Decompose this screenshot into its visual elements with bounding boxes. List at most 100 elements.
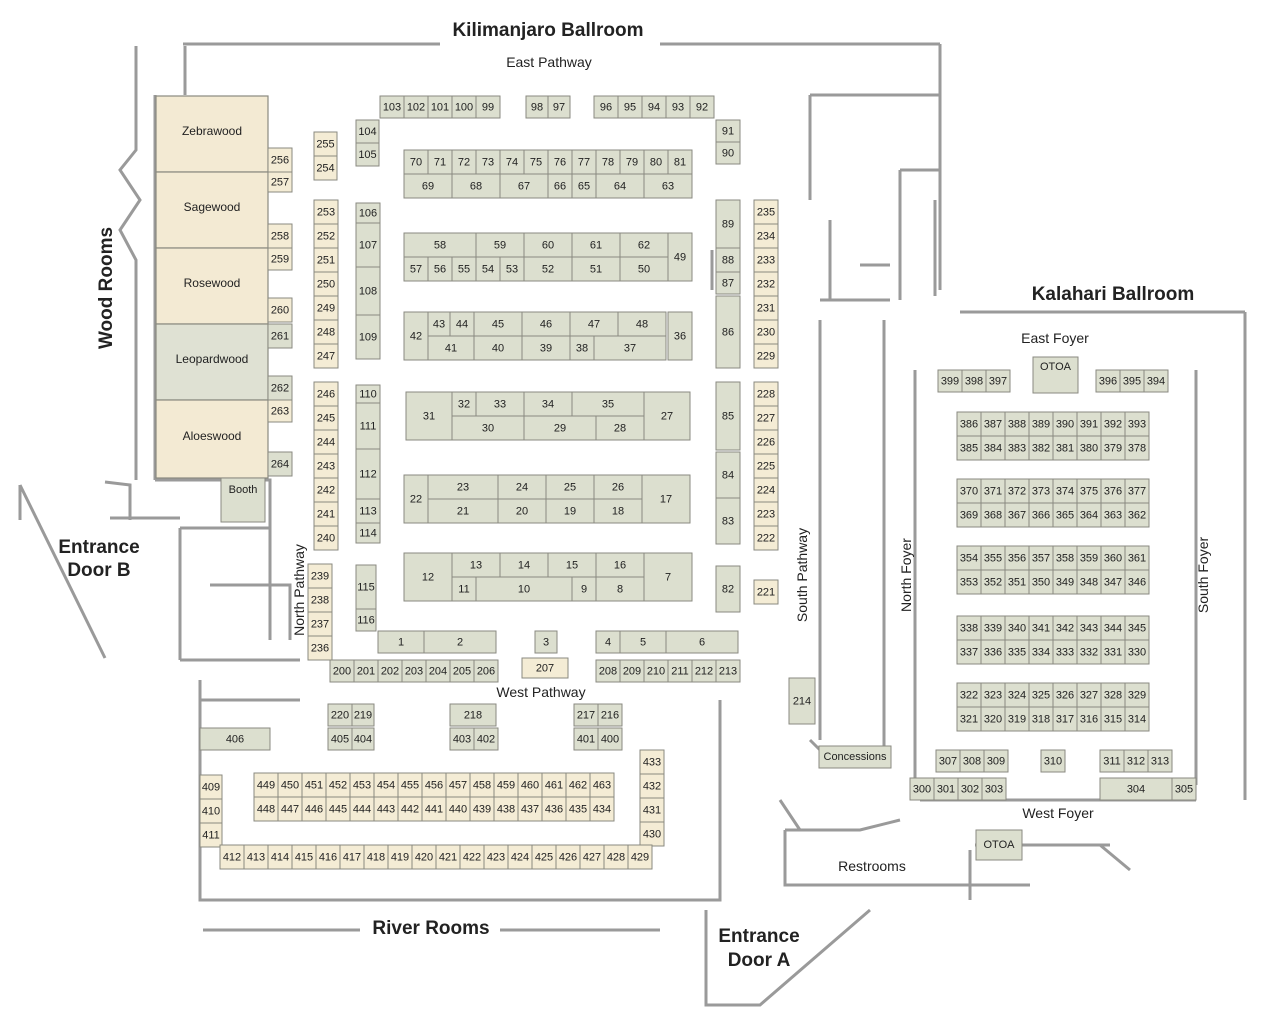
booth-229[interactable]: 229 [753, 343, 779, 369]
booth-110[interactable]: 110 [355, 384, 381, 404]
booth-113[interactable]: 113 [355, 498, 381, 524]
booth-324[interactable]: 324 [1004, 682, 1030, 708]
booth-447[interactable]: 447 [277, 796, 303, 822]
booth-312[interactable]: 312 [1123, 749, 1149, 773]
booth-454[interactable]: 454 [373, 772, 399, 798]
booth-313[interactable]: 313 [1147, 749, 1173, 773]
booth-116[interactable]: 116 [355, 608, 377, 632]
booth-204[interactable]: 204 [425, 659, 451, 683]
booth-207[interactable]: 207 [521, 657, 569, 679]
booth-331[interactable]: 331 [1100, 639, 1126, 665]
booth-436[interactable]: 436 [541, 796, 567, 822]
booth-366[interactable]: 366 [1028, 502, 1054, 528]
booth-356[interactable]: 356 [1004, 545, 1030, 571]
booth-39[interactable]: 39 [521, 335, 571, 361]
booth-75[interactable]: 75 [523, 149, 549, 175]
booth-394[interactable]: 394 [1143, 369, 1169, 393]
booth-77[interactable]: 77 [571, 149, 597, 175]
booth-97[interactable]: 97 [547, 95, 571, 119]
booth-256[interactable]: 256 [267, 147, 293, 173]
booth-235[interactable]: 235 [753, 199, 779, 225]
booth-255[interactable]: 255 [313, 131, 338, 157]
booth-457[interactable]: 457 [445, 772, 471, 798]
booth-12[interactable]: 12 [403, 552, 453, 602]
booth-439[interactable]: 439 [469, 796, 495, 822]
booth-52[interactable]: 52 [523, 256, 573, 282]
booth-336[interactable]: 336 [980, 639, 1006, 665]
booth-234[interactable]: 234 [753, 223, 779, 249]
booth-358[interactable]: 358 [1052, 545, 1078, 571]
booth-376[interactable]: 376 [1100, 478, 1126, 504]
booth-432[interactable]: 432 [639, 773, 665, 799]
booth-251[interactable]: 251 [313, 247, 339, 273]
booth-1[interactable]: 1 [377, 630, 425, 654]
booth-385[interactable]: 385 [956, 435, 982, 461]
booth-442[interactable]: 442 [397, 796, 423, 822]
booth-247[interactable]: 247 [313, 343, 339, 369]
concessions[interactable]: Concessions [818, 745, 892, 769]
booth-452[interactable]: 452 [325, 772, 351, 798]
booth-248[interactable]: 248 [313, 319, 339, 345]
booth-389[interactable]: 389 [1028, 411, 1054, 437]
booth-231[interactable]: 231 [753, 295, 779, 321]
booth-443[interactable]: 443 [373, 796, 399, 822]
booth-30[interactable]: 30 [451, 415, 525, 441]
booth-44[interactable]: 44 [449, 311, 475, 337]
booth-56[interactable]: 56 [427, 256, 453, 282]
booth-335[interactable]: 335 [1004, 639, 1030, 665]
booth-318[interactable]: 318 [1028, 706, 1054, 732]
booth-48[interactable]: 48 [617, 311, 667, 337]
booth-357[interactable]: 357 [1028, 545, 1054, 571]
booth-435[interactable]: 435 [565, 796, 591, 822]
booth-463[interactable]: 463 [589, 772, 615, 798]
booth-334[interactable]: 334 [1028, 639, 1054, 665]
booth-24[interactable]: 24 [497, 474, 547, 500]
booth-380[interactable]: 380 [1076, 435, 1102, 461]
booth-412[interactable]: 412 [219, 844, 245, 870]
booth-261[interactable]: 261 [267, 323, 293, 349]
booth-325[interactable]: 325 [1028, 682, 1054, 708]
booth-105[interactable]: 105 [355, 142, 380, 167]
booth-353[interactable]: 353 [956, 569, 982, 595]
booth-88[interactable]: 88 [715, 247, 741, 273]
booth-3[interactable]: 3 [534, 630, 558, 654]
booth-227[interactable]: 227 [753, 405, 779, 431]
booth-401[interactable]: 401 [573, 727, 599, 751]
booth-252[interactable]: 252 [313, 223, 339, 249]
booth-346[interactable]: 346 [1124, 569, 1150, 595]
booth-58[interactable]: 58 [403, 232, 477, 258]
booth-95[interactable]: 95 [617, 95, 643, 119]
booth-73[interactable]: 73 [475, 149, 501, 175]
booth-391[interactable]: 391 [1076, 411, 1102, 437]
booth-42[interactable]: 42 [403, 311, 429, 361]
booth-388[interactable]: 388 [1004, 411, 1030, 437]
booth-47[interactable]: 47 [569, 311, 619, 337]
booth-347[interactable]: 347 [1100, 569, 1126, 595]
booth-411[interactable]: 411 [199, 822, 223, 848]
booth-20[interactable]: 20 [497, 498, 547, 524]
booth-349[interactable]: 349 [1052, 569, 1078, 595]
booth-462[interactable]: 462 [565, 772, 591, 798]
booth-27[interactable]: 27 [643, 391, 691, 441]
booth-202[interactable]: 202 [377, 659, 403, 683]
booth-102[interactable]: 102 [403, 95, 429, 119]
booth-101[interactable]: 101 [427, 95, 453, 119]
booth-226[interactable]: 226 [753, 429, 779, 455]
booth-112[interactable]: 112 [355, 448, 381, 500]
booth-8[interactable]: 8 [595, 576, 645, 602]
booth-76[interactable]: 76 [547, 149, 573, 175]
leopardwood-room[interactable]: Leopardwood [155, 323, 269, 401]
booth-253[interactable]: 253 [313, 199, 339, 225]
booth-2[interactable]: 2 [423, 630, 497, 654]
booth-354[interactable]: 354 [956, 545, 982, 571]
booth-363[interactable]: 363 [1100, 502, 1126, 528]
booth-345[interactable]: 345 [1124, 615, 1150, 641]
booth-109[interactable]: 109 [355, 314, 381, 360]
booth-33[interactable]: 33 [475, 391, 525, 417]
booth-22[interactable]: 22 [403, 474, 429, 524]
booth-264[interactable]: 264 [267, 451, 293, 477]
booth-6[interactable]: 6 [665, 630, 739, 654]
booth-232[interactable]: 232 [753, 271, 779, 297]
booth-393[interactable]: 393 [1124, 411, 1150, 437]
booth-390[interactable]: 390 [1052, 411, 1078, 437]
